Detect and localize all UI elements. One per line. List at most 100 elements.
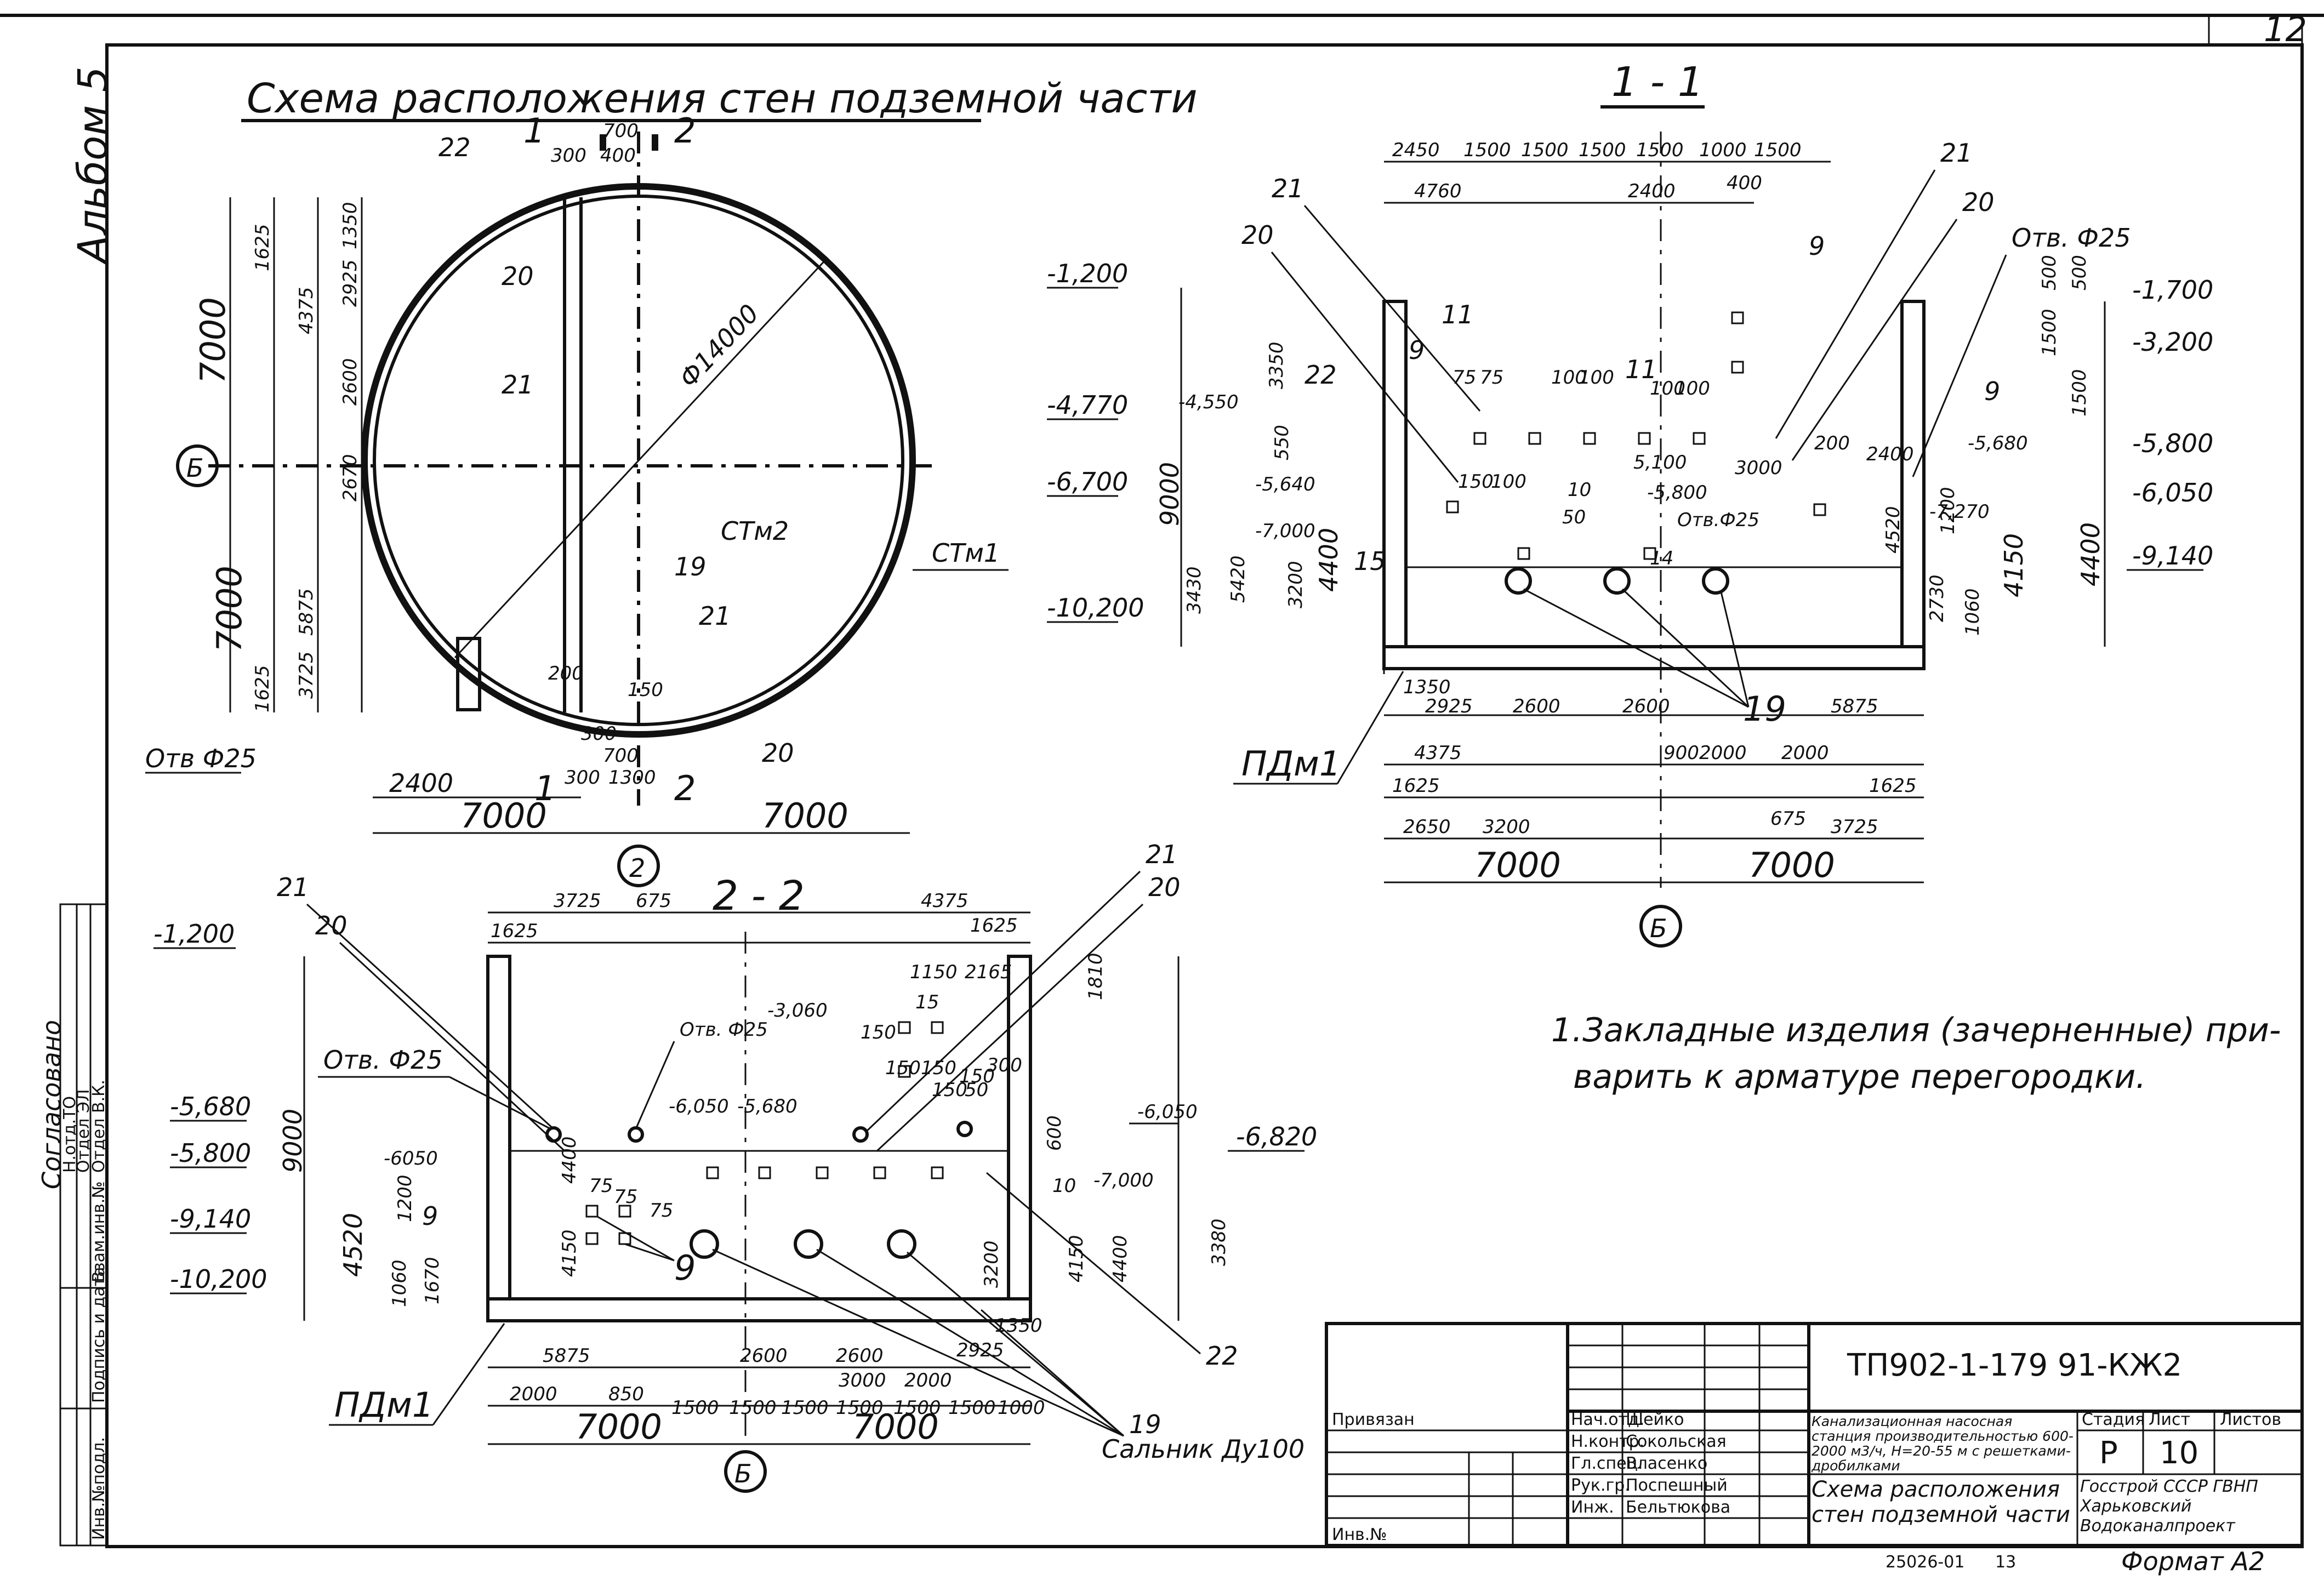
- plan-left-dim-10: 1625: [252, 665, 274, 712]
- side-stamp-row-b: Отдел ЭЛ: [74, 1089, 93, 1173]
- section-2-2: 2 - 2 3725 675 4375 1625 1625: [153, 840, 1317, 1493]
- sec11-level-r0: -1,700: [2132, 275, 2213, 305]
- sec22-pdm-label: ПДм1: [334, 1385, 434, 1425]
- sec22-top-6: 2165: [965, 961, 1012, 983]
- tb-role-3: Рук.гр.: [1571, 1476, 1630, 1495]
- plan-bot-dim-2: 700: [603, 745, 639, 767]
- sec22-embed-8: [931, 1021, 944, 1034]
- sec22-left-2: 1060: [389, 1259, 411, 1307]
- sec22-bot-12: 1500: [893, 1397, 941, 1419]
- sec11-right-dim-1: 500: [2069, 255, 2091, 290]
- tb-project: Канализационная насосная станция произво…: [1812, 1414, 2074, 1473]
- sec11-level-r5: -7,270: [1929, 501, 1990, 523]
- sec11-embed-8: [1446, 500, 1459, 514]
- tb-format: Формат А2: [2121, 1547, 2265, 1576]
- sec22-embed-11: [585, 1232, 599, 1245]
- sec11-in-9: 5,100: [1633, 452, 1687, 474]
- sec11-bot-1: 2925: [1425, 695, 1473, 717]
- sec22-mark-10: 10: [1052, 1175, 1076, 1197]
- sec22-bot-6: 3000: [839, 1370, 886, 1391]
- sec22-bot-8: 1500: [671, 1397, 719, 1419]
- sec11-leader-20: [1271, 252, 1459, 483]
- plan-left-dim-2: 4375: [295, 287, 317, 334]
- sec11-in-10: -5,800: [1647, 482, 1707, 504]
- plan-left-dim-8: 5875: [295, 588, 317, 636]
- side-stamp: Согласовано Н.отд.ТО Отдел ЭЛ Отдел В.К.…: [37, 903, 109, 1547]
- sec22-embed-9: [585, 1205, 599, 1218]
- sec22-leader-21a: [306, 903, 555, 1130]
- cut-1-bottom-label: 1: [534, 768, 556, 808]
- sec11-level-l5: -7,000: [1255, 520, 1315, 542]
- sec11-mark-9a: 9: [1409, 335, 1425, 365]
- sec11-top-dim-0: 2450: [1392, 139, 1440, 161]
- sec11-axis-b-label: Б: [1650, 914, 1667, 943]
- plan-left-dim-4: 1350: [339, 202, 361, 249]
- sec11-level-l6: -10,200: [1047, 593, 1144, 623]
- sec22-top-2: 4375: [921, 890, 969, 912]
- sec11-embed-9: [1517, 547, 1530, 560]
- tb-stage: Р: [2099, 1435, 2118, 1471]
- sec22-mark-9a: 9: [422, 1201, 438, 1231]
- sec22-bot-13: 1500: [948, 1397, 996, 1419]
- tb-name-2: Власенко: [1626, 1454, 1707, 1473]
- sec11-level-r4: -6,050: [2132, 478, 2213, 507]
- sec22-right-2: 4400: [1109, 1235, 1131, 1282]
- sec22-level-r2: -7,000: [1093, 1170, 1154, 1191]
- sec11-top-dim-1: 1500: [1463, 139, 1511, 161]
- sec11-base-left: 7000: [1474, 845, 1561, 885]
- side-stamp-row-f: Взам.инв.№: [89, 1181, 109, 1282]
- sec11-bot-14: 3725: [1831, 816, 1878, 838]
- sec11-mark-10: 10: [1568, 479, 1591, 501]
- tb-bottom-num: 13: [1995, 1553, 2016, 1572]
- plan-top-dim-700: 700: [603, 120, 639, 142]
- tb-sheet: 10: [2160, 1435, 2198, 1471]
- sec11-left-dim-5: 4400: [1314, 528, 1343, 592]
- mark-22: 22: [438, 133, 471, 162]
- sec11-top-dim-4: 1500: [1636, 139, 1684, 161]
- sec11-top2-dim-0: 4760: [1414, 180, 1462, 202]
- hole-rect: [456, 637, 481, 711]
- sec22-bot-3: 2925: [956, 1339, 1004, 1361]
- tb-sheet-h: Лист: [2149, 1410, 2190, 1429]
- sec22-left-1: 4520: [338, 1213, 368, 1277]
- plan-top-dim-300: 300: [551, 145, 586, 167]
- sec11-leader-19a: [1523, 588, 1749, 708]
- tb-doc-code: ТП902-1-179 91-КЖ2: [1847, 1348, 2182, 1383]
- sec11-left-dim-6: 550: [1271, 425, 1293, 460]
- plan-base-dim-left: 7000: [460, 796, 547, 836]
- sec22-level-l4: -10,200: [170, 1264, 267, 1294]
- sec22-mark-9b: 9: [674, 1248, 696, 1288]
- tb-org: Госстрой СССР ГВНП Харьковский Водоканал…: [2080, 1477, 2258, 1536]
- sec22-in-6: 300: [987, 1054, 1022, 1076]
- mark-19: 19: [674, 552, 707, 581]
- sec22-embed-5: [931, 1166, 944, 1179]
- sec11-embed-1: [1473, 432, 1486, 445]
- sec11-top2-dim-2: 400: [1727, 172, 1762, 194]
- sec11-bot-2: 2600: [1513, 695, 1560, 717]
- stm1-label: СТм1: [932, 538, 1000, 568]
- sec22-axis-b-bubble: [724, 1450, 767, 1493]
- sec22-level-l3: -9,140: [170, 1204, 251, 1234]
- plan-dim-2400: 2400: [389, 768, 453, 798]
- tb-role-1: Н.контр.: [1571, 1432, 1644, 1451]
- sec22-mark-19: 19: [1129, 1410, 1161, 1439]
- sec11-level-r1: -3,200: [2132, 327, 2213, 357]
- sec22-in-2: 150: [921, 1057, 956, 1079]
- sec22-in-7: 75: [589, 1175, 613, 1197]
- sec11-in-13: 150: [1458, 471, 1494, 493]
- side-stamp-frame: [59, 903, 108, 1547]
- sec11-in-2: 100: [1551, 367, 1587, 389]
- sec11-bot-4: 5875: [1831, 695, 1878, 717]
- sec22-mark-20b: 20: [1148, 872, 1181, 902]
- tb-sheets-h: Листов: [2220, 1410, 2281, 1429]
- sec11-bot-3: 2600: [1622, 695, 1670, 717]
- sec22-left-5: 4150: [559, 1229, 580, 1277]
- sec11-in-8: 2400: [1866, 443, 1914, 465]
- sec11-bot-8: 2000: [1781, 742, 1829, 764]
- sec11-right-dim-6: 4150: [1999, 533, 2029, 597]
- sec22-leader-9b-2: [624, 1243, 675, 1262]
- sec22-right-5: 600: [1044, 1115, 1066, 1151]
- sec11-right-dim-9: 1200: [1937, 487, 1959, 534]
- sec22-left-3: 1670: [421, 1257, 443, 1304]
- sec22-base-left: 7000: [576, 1407, 662, 1447]
